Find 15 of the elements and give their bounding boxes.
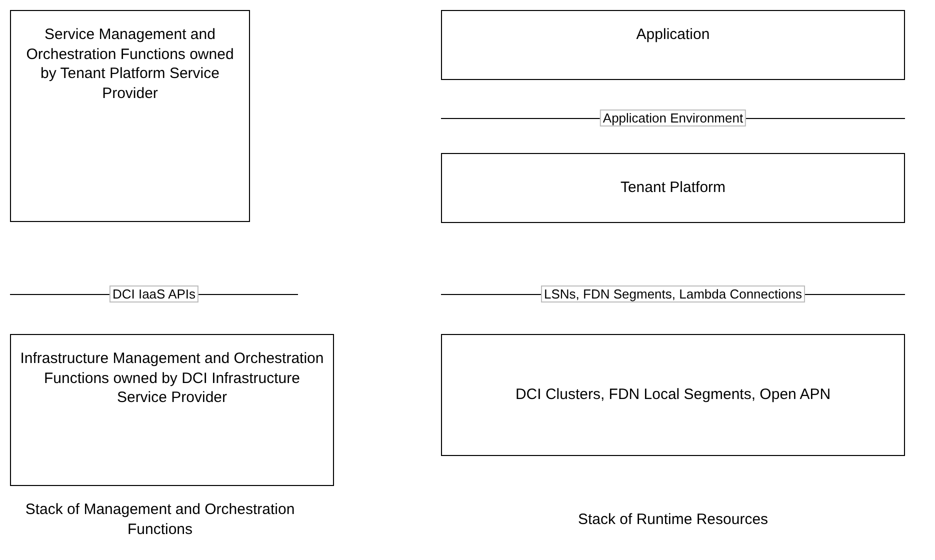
box-text: DCI Clusters, FDN Local Segments, Open APN (515, 385, 831, 405)
stack-caption: Stack of Runtime Resources (576, 510, 770, 530)
box-text: Application (636, 25, 710, 44)
text-box (441, 153, 905, 223)
text-box (10, 10, 250, 222)
interface-label: DCI IaaS APIs (109, 286, 199, 302)
interface-label: LSNs, FDN Segments, Lambda Connections (541, 286, 805, 302)
box-text: Tenant Platform (620, 178, 726, 198)
text-box (441, 334, 905, 456)
stack-caption: Stack of Management and Orchestration Functions (24, 500, 296, 539)
box-text: Service Management and Orchestration Functions owned by Tenant Platform Service Provider (25, 25, 235, 103)
text-box (10, 334, 334, 486)
box-text: Infrastructure Management and Orchestration Functions owned by DCI Infrastructure Service Provider (19, 349, 325, 408)
interface-label: Application Environment (600, 110, 746, 126)
text-box (441, 10, 905, 80)
